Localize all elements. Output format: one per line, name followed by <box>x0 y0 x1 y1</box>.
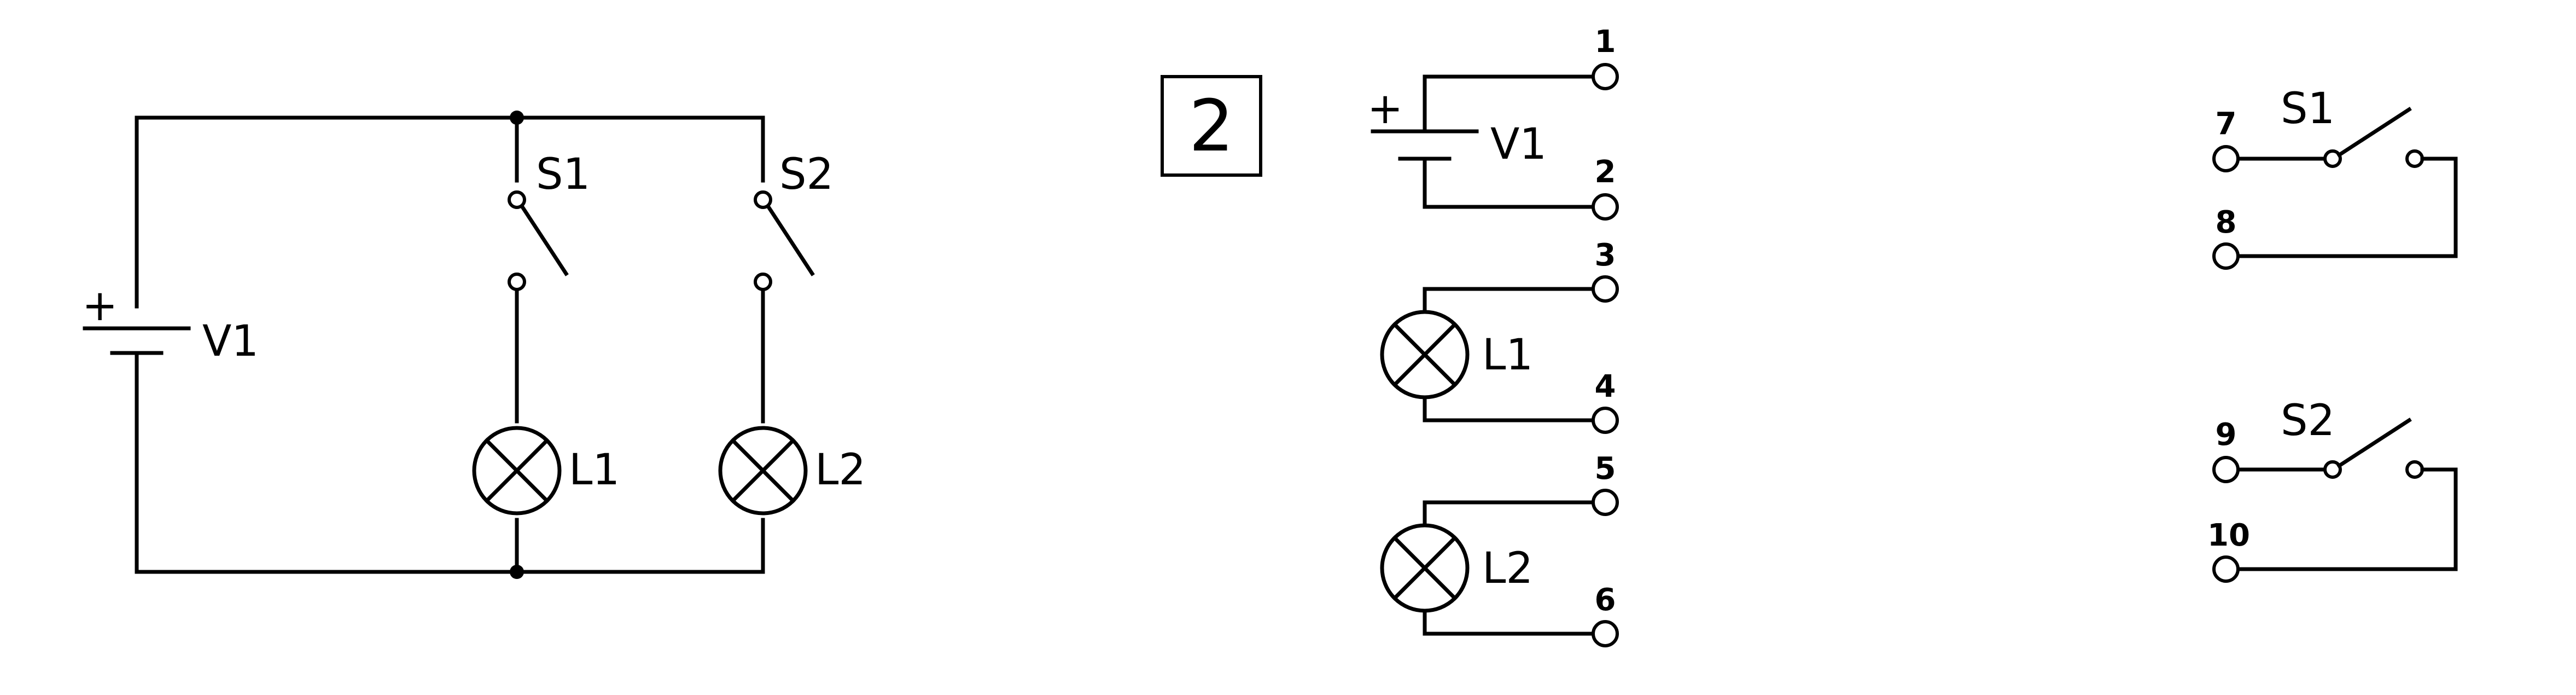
part-battery-polarity-mark: + <box>1367 84 1403 134</box>
switch-s2-blade <box>766 204 815 276</box>
part-switch-s1-label: S1 <box>2281 84 2335 134</box>
part-battery-wire-top <box>1423 74 1607 134</box>
lamp-l2-bulb <box>718 426 808 516</box>
part-switch-s1: S1 7 8 <box>2212 84 2458 270</box>
switch-s1-blade <box>520 204 569 276</box>
part-lamp-l2-bulb <box>1380 523 1470 613</box>
terminal-5-number: 5 <box>1595 451 1616 486</box>
switch-s2-contact <box>754 273 772 291</box>
terminal-1-number: 1 <box>1595 24 1616 60</box>
terminal-1 <box>1592 63 1619 90</box>
terminal-5 <box>1592 489 1619 516</box>
terminal-3-number: 3 <box>1595 238 1616 273</box>
switch-s2: S2 <box>754 150 834 291</box>
terminal-8-number: 8 <box>2216 205 2237 240</box>
bottom-wire <box>135 351 765 574</box>
part-switch-s1-return-wire <box>2227 157 2458 258</box>
part-lamp-l2-label: L2 <box>1482 544 1533 593</box>
terminal-8 <box>2212 242 2240 270</box>
panel-badge: 2 <box>1161 75 1262 177</box>
terminal-6 <box>1592 620 1619 647</box>
terminal-2-number: 2 <box>1595 154 1616 190</box>
panel-badge-number: 2 <box>1189 84 1234 167</box>
switch-s1-pivot <box>508 190 526 209</box>
battery-v1: + V1 <box>82 281 259 366</box>
lamp-l1-bulb <box>472 426 562 516</box>
schematic-wires <box>135 111 765 579</box>
switch-s1: S1 <box>508 150 590 291</box>
part-lamp-l1-wire-bottom <box>1423 395 1607 422</box>
part-switch-s1-contact <box>2405 149 2424 168</box>
junction-top <box>510 111 524 125</box>
switch-s2-pivot <box>754 190 772 209</box>
part-lamp-l2: L2 5 6 <box>1380 451 1619 647</box>
part-lamp-l1-cross-b <box>1392 322 1458 387</box>
terminal-7 <box>2212 145 2240 172</box>
terminal-10-number: 10 <box>2207 518 2250 553</box>
terminal-4-number: 4 <box>1595 369 1616 404</box>
part-battery-v1: + V1 1 2 <box>1367 24 1619 221</box>
lamp-l1-label: L1 <box>569 445 620 495</box>
part-switch-s2-pivot <box>2323 460 2342 479</box>
part-switch-s2-label: S2 <box>2281 396 2335 445</box>
part-lamp-l2-cross-b <box>1392 535 1458 601</box>
switch-s1-label: S1 <box>536 150 590 199</box>
lamp-l2: L2 <box>718 426 866 516</box>
terminal-7-number: 7 <box>2216 106 2237 142</box>
battery-label: V1 <box>202 317 259 366</box>
lamp-l2-label: L2 <box>815 445 866 495</box>
part-battery-wire-bottom <box>1423 157 1607 209</box>
panel-badge-box <box>1161 75 1262 177</box>
terminal-2 <box>1592 193 1619 221</box>
junction-bottom <box>510 565 524 579</box>
switch-s1-contact <box>508 273 526 291</box>
part-lamp-l2-wire-bottom <box>1423 609 1607 636</box>
terminal-3 <box>1592 275 1619 303</box>
terminal-4 <box>1592 407 1619 434</box>
part-lamp-l1-bulb <box>1380 310 1470 399</box>
part-switch-s1-pivot <box>2323 149 2342 168</box>
battery-polarity-mark: + <box>82 281 118 331</box>
lamp-l1: L1 <box>472 426 620 516</box>
terminal-9-number: 9 <box>2216 417 2237 453</box>
part-switch-s2: S2 9 10 <box>2207 396 2458 583</box>
part-switch-s2-return-wire <box>2227 467 2458 571</box>
terminal-9 <box>2212 456 2240 483</box>
part-switch-s2-blade <box>2336 418 2412 468</box>
part-lamp-l2-wire-top <box>1423 500 1607 528</box>
part-switch-s2-contact <box>2405 460 2424 479</box>
part-lamp-l1-wire-top <box>1423 287 1607 314</box>
top-wire <box>135 115 765 309</box>
lamp-l1-cross-b <box>484 438 550 503</box>
part-lamp-l1-label: L1 <box>1482 331 1533 380</box>
switch-s2-label: S2 <box>779 150 834 199</box>
part-battery-label: V1 <box>1490 120 1547 169</box>
part-lamp-l1: L1 3 4 <box>1380 238 1619 434</box>
schematic-circuit: + V1 S1 S2 L1 L2 <box>82 111 866 579</box>
lamp-l2-cross-b <box>730 438 796 503</box>
terminal-6-number: 6 <box>1595 582 1616 618</box>
part-switch-s1-blade <box>2336 107 2412 158</box>
terminal-10 <box>2212 555 2240 583</box>
